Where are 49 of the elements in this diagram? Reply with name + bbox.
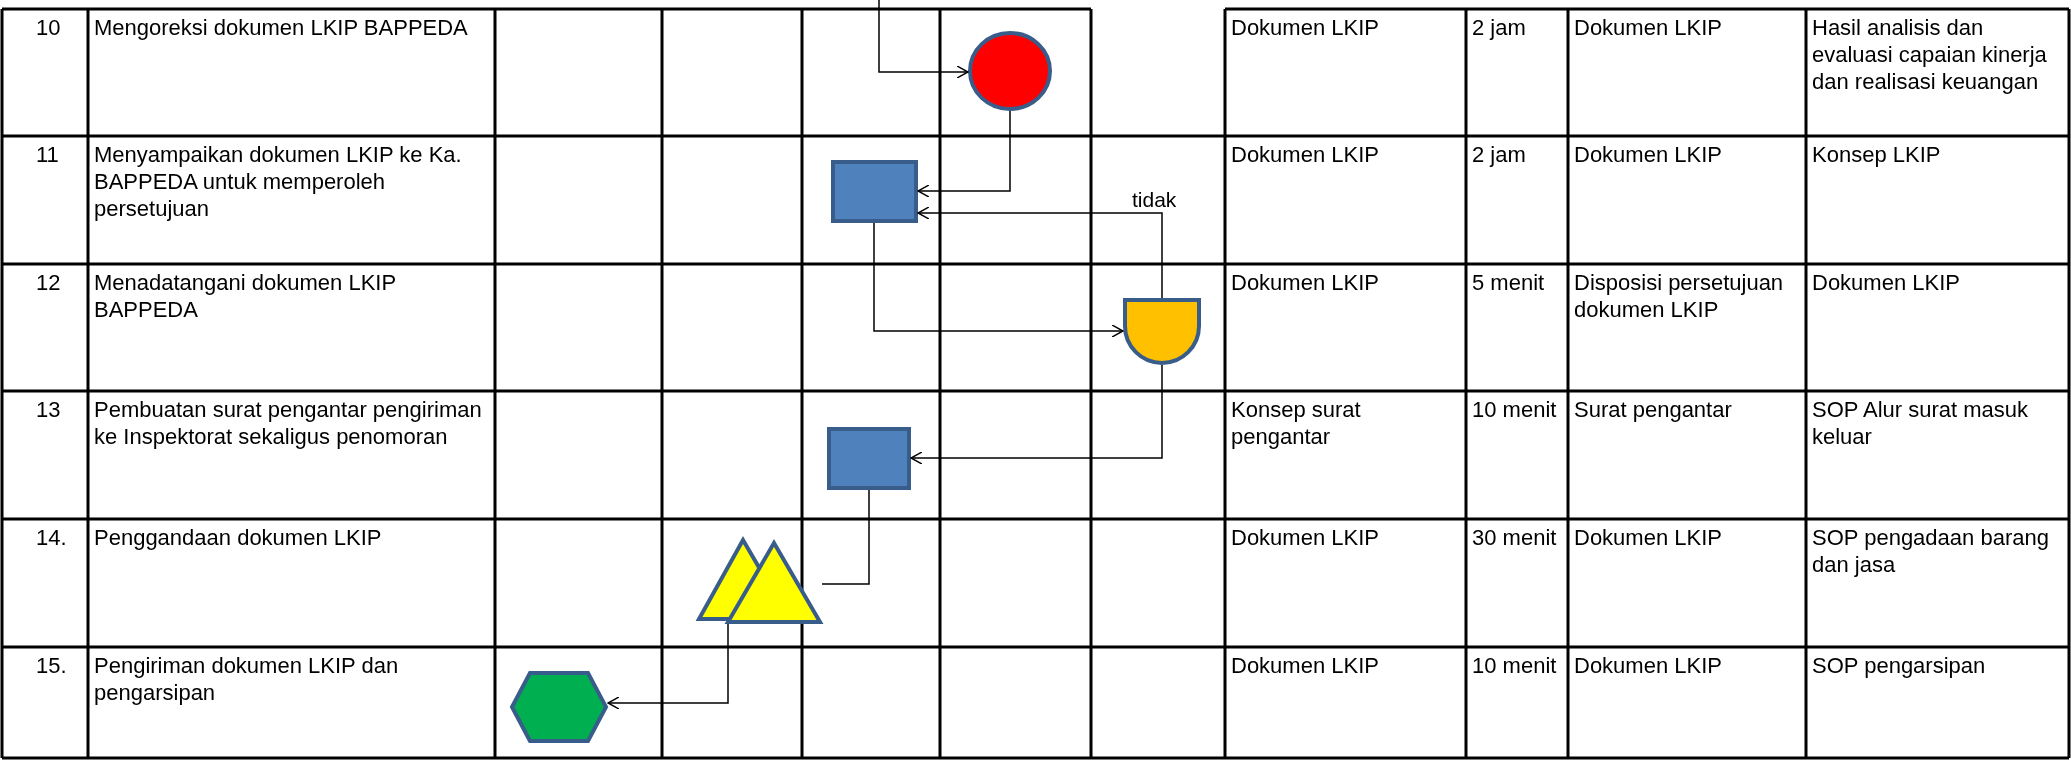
cell-text: 10 menit [1472, 652, 1557, 679]
activity-text: Menadatangani dokumen LKIP BAPPEDA [94, 269, 397, 323]
cell-text: Konsep surat pengantar [1231, 396, 1362, 450]
row-number: 11 [36, 141, 59, 168]
hexagon-symbol [510, 671, 608, 743]
activity-text: Penggandaan dokumen LKIP [94, 524, 382, 551]
delay-symbol [1123, 298, 1201, 365]
cell-text: 2 jam [1472, 141, 1526, 168]
process-box [831, 160, 918, 223]
cell-text: Dokumen LKIP [1231, 269, 1379, 296]
activity-text: Pembuatan surat pengantar pengiriman ke Inspektorat sekaligus penomoran [94, 396, 483, 450]
cell-text: Disposisi persetujuan dokumen LKIP [1574, 269, 1785, 323]
activity-text: Menyampaikan dokumen LKIP ke Ka. BAPPEDA untuk memperoleh persetujuan [94, 141, 463, 222]
arrow [873, 222, 1124, 338]
arrow [917, 110, 1011, 198]
cell-text: 2 jam [1472, 14, 1526, 41]
cell-text: Dokumen LKIP [1231, 141, 1379, 168]
cell-text: Hasil analisis dan evaluasi capaian kinerja dan realisasi keuangan [1812, 14, 2048, 95]
cell-text: Dokumen LKIP [1231, 14, 1379, 41]
row-number: 15. [36, 652, 67, 679]
triangle-symbol [697, 538, 822, 624]
arrow [917, 206, 1163, 299]
cell-text: Dokumen LKIP [1574, 141, 1722, 168]
activity-text: Pengiriman dokumen LKIP dan pengarsipan [94, 652, 400, 706]
cell-text: 5 menit [1472, 269, 1545, 296]
cell-text: SOP pengarsipan [1812, 652, 1986, 679]
cell-text: Dokumen LKIP [1231, 652, 1379, 679]
cell-text: Konsep LKIP [1812, 141, 1941, 168]
circle-symbol [968, 31, 1052, 111]
connector-line [821, 489, 870, 585]
arrow [910, 364, 1163, 465]
cell-text: Dokumen LKIP [1574, 524, 1722, 551]
cell-text: Surat pengantar [1574, 396, 1732, 423]
cell-text: 10 menit [1472, 396, 1557, 423]
cell-text: 30 menit [1472, 524, 1557, 551]
row-number: 14. [36, 524, 67, 551]
process-box [827, 427, 911, 490]
cell-text: Dokumen LKIP [1574, 14, 1722, 41]
row-number: 10 [36, 14, 61, 41]
cell-text: Dokumen LKIP [1574, 652, 1722, 679]
arrow [878, 0, 969, 79]
cell-text: Dokumen LKIP [1231, 524, 1379, 551]
cell-text: Dokumen LKIP [1812, 269, 1960, 296]
arrow [607, 623, 729, 710]
activity-text: Mengoreksi dokumen LKIP BAPPEDA [94, 14, 468, 41]
row-number: 12 [36, 269, 61, 296]
cell-text: SOP Alur surat masuk keluar [1812, 396, 2029, 450]
cell-text: SOP pengadaan barang dan jasa [1812, 524, 2050, 578]
row-number: 13 [36, 396, 61, 423]
